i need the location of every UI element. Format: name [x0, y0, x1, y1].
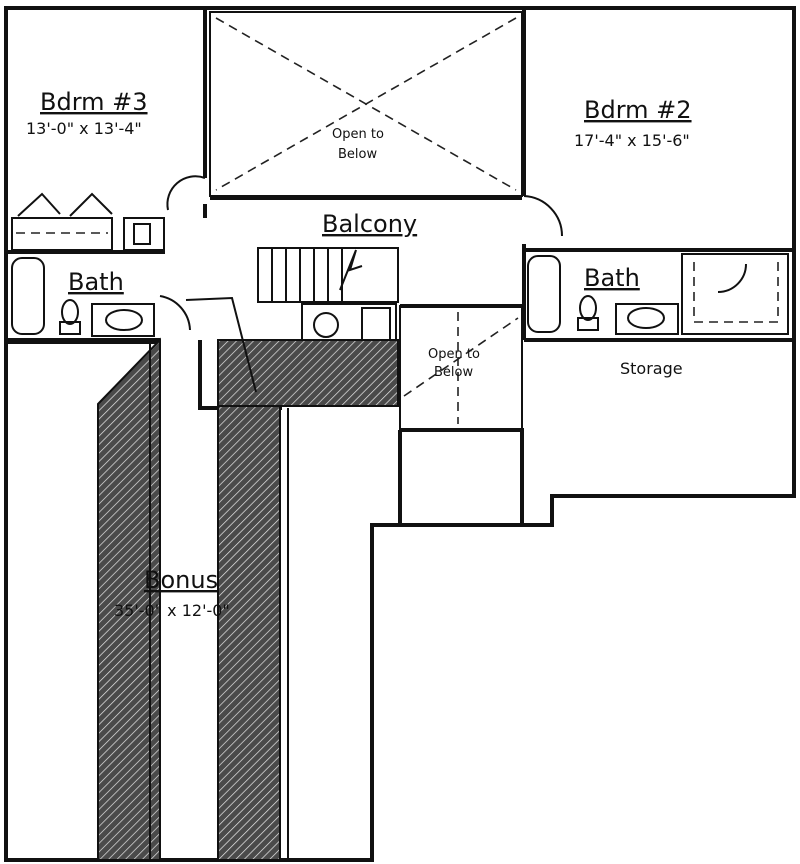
- open-to-below-top-line2: Below: [338, 147, 377, 162]
- bonus-dims: 35'-0" x 12'-0": [114, 601, 230, 620]
- bath-right-room: [522, 250, 794, 342]
- bath-right-title: Bath: [584, 264, 640, 292]
- open-to-below-middle-line2: Below: [434, 365, 473, 380]
- open-to-below-top: [209, 11, 523, 197]
- bedroom-2-room: [522, 10, 794, 335]
- bedroom-3-title: Bdrm #3: [40, 88, 148, 116]
- bath-left-title: Bath: [68, 268, 124, 296]
- open-to-below-top-line1: Open to: [332, 127, 384, 142]
- bonus-title: Bonus: [144, 566, 218, 594]
- open-to-below-middle: [398, 304, 524, 525]
- balcony-title: Balcony: [322, 210, 417, 238]
- bonus-room: [6, 296, 399, 861]
- bedroom-3-room: [4, 10, 207, 340]
- open-to-below-middle-line1: Open to: [428, 347, 480, 362]
- storage-title: Storage: [620, 359, 683, 378]
- bedroom-2-dims: 17'-4" x 15'-6": [574, 131, 690, 150]
- bedroom-2-title: Bdrm #2: [584, 96, 692, 124]
- stair-treads: [271, 248, 363, 302]
- bedroom-3-dims: 13'-0" x 13'-4": [26, 119, 142, 138]
